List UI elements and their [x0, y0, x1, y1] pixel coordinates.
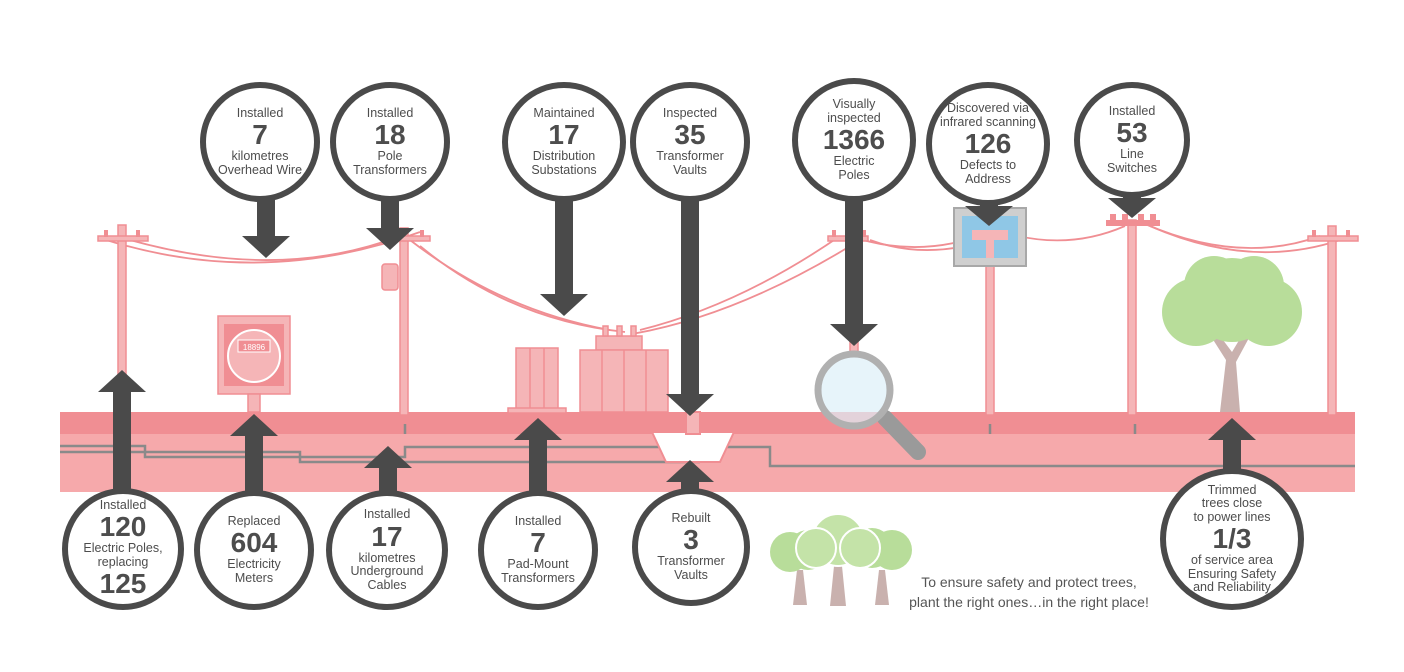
callout-value: 604 [230, 527, 278, 559]
arrow-vaults-inspected [666, 192, 714, 416]
callout-text: Poles [838, 167, 870, 182]
callout-text: infrared scanning [940, 114, 1036, 129]
callout-text: Rebuilt [671, 510, 711, 525]
callout-text: Electric [833, 154, 875, 168]
callout-value: 7 [530, 527, 546, 559]
callout-value: 53 [1116, 117, 1148, 149]
callout-value: 7 [252, 119, 268, 151]
callout-text: Transformer [656, 149, 724, 164]
callout-text: and Reliability [1193, 580, 1271, 594]
callout-text: Address [965, 171, 1011, 186]
pole-transformer-icon [381, 263, 399, 291]
callout-vaults-rebuilt: Rebuilt 3 Transformer Vaults [632, 488, 750, 606]
callout-text: Electric Poles, [83, 541, 163, 556]
callout-pole-transformers: Installed 18 Pole Transformers [330, 82, 450, 202]
callout-text: Transformers [501, 570, 575, 585]
callout-text: to power lines [1193, 509, 1271, 524]
overhead-wires [99, 223, 1341, 335]
callout-text: Ensuring Safety [1187, 566, 1277, 581]
arrow-poles-inspected [830, 194, 878, 346]
callout-infrared: Discovered via infrared scanning 126 Def… [926, 82, 1050, 206]
callout-text: Line [1120, 147, 1144, 162]
callout-text: Replaced [227, 513, 281, 528]
callout-text: inspected [827, 110, 881, 125]
callout-text: Transformers [353, 162, 427, 177]
line-switch-icon [1106, 214, 1160, 226]
small-trees-icon [770, 513, 912, 606]
arrow-electric-poles [98, 370, 146, 502]
callout-value: 120 [99, 511, 147, 543]
meter-reading: 18896 [243, 343, 266, 352]
callout-text: of service area [1191, 553, 1273, 567]
callout-text: Substations [531, 162, 597, 177]
callout-text: Cables [367, 577, 407, 592]
callout-text: Trimmed [1207, 482, 1257, 497]
tagline-line-2: plant the right ones…in the right place! [909, 594, 1149, 611]
callout-pad-mount: Installed 7 Pad-Mount Transformers [478, 490, 598, 610]
magnifier-icon [814, 350, 926, 460]
callout-text: kilometres [358, 550, 416, 565]
callout-substations: Maintained 17 Distribution Substations [502, 82, 626, 202]
callout-text: Overhead Wire [217, 162, 303, 177]
callout-meters: Replaced 604 Electricity Meters [194, 490, 314, 610]
arrow-meters [230, 414, 278, 502]
callout-text: Installed [366, 105, 414, 120]
callout-text: Switches [1106, 160, 1158, 175]
transformer-vault-icon [650, 411, 736, 463]
callout-poles-inspected: Visually inspected 1366 Electric Poles [792, 78, 916, 202]
callout-value: 1366 [822, 124, 886, 155]
callout-value: 35 [674, 119, 706, 151]
callout-value: 18 [374, 119, 406, 151]
callout-text: Pad-Mount [507, 557, 569, 572]
substation-icon [507, 325, 669, 414]
callout-text: Transformer [657, 554, 725, 569]
callout-electric-poles: Installed 120 Electric Poles, replacing … [62, 488, 184, 610]
callout-text: Electricity [227, 557, 281, 572]
callout-text: Installed [514, 513, 562, 528]
callout-text: Vaults [673, 162, 707, 177]
callout-value: 126 [964, 128, 1012, 159]
tagline-line-1: To ensure safety and protect trees, [921, 574, 1137, 590]
callout-vaults-inspected: Inspected 35 Transformer Vaults [630, 82, 750, 202]
callout-overhead-wire: Installed 7 kilometres Overhead Wire [200, 82, 320, 202]
callout-text: trees close [1201, 496, 1263, 510]
callout-underground-cables: Installed 17 kilometres Underground Cabl… [326, 490, 448, 610]
tree-tagline: To ensure safety and protect trees, plan… [884, 572, 1174, 613]
callout-value: 3 [683, 524, 699, 556]
callout-value: 125 [99, 568, 147, 600]
callout-text: Inspected [662, 105, 718, 120]
arrow-pad-mount [514, 418, 562, 502]
callout-text: Installed [363, 507, 411, 521]
callout-text: Discovered via [947, 101, 1029, 115]
callout-text: Meters [234, 570, 274, 585]
callout-text: Installed [1108, 103, 1156, 118]
tree-icon [1162, 256, 1302, 412]
callout-text: Installed [99, 497, 147, 512]
callout-value: 17 [371, 520, 403, 552]
callout-text: replacing [97, 554, 149, 569]
arrow-substations [540, 192, 588, 316]
callout-text: Installed [236, 105, 284, 120]
callout-line-switches: Installed 53 Line Switches [1074, 82, 1190, 198]
electricity-meter-icon [217, 315, 291, 413]
callout-text: Maintained [533, 105, 595, 120]
callout-text: kilometres [231, 149, 289, 164]
callout-text: Distribution [532, 149, 596, 164]
callout-trees-trimmed: Trimmed trees close to power lines 1/3 o… [1160, 468, 1304, 610]
callout-text: Visually [832, 97, 876, 111]
callout-value: 17 [548, 119, 580, 151]
callout-text: Defects to [959, 158, 1017, 172]
callout-text: Underground [350, 564, 424, 578]
callout-text: Pole [377, 149, 403, 164]
callout-text: Vaults [674, 567, 708, 582]
callout-value: 1/3 [1212, 523, 1252, 554]
